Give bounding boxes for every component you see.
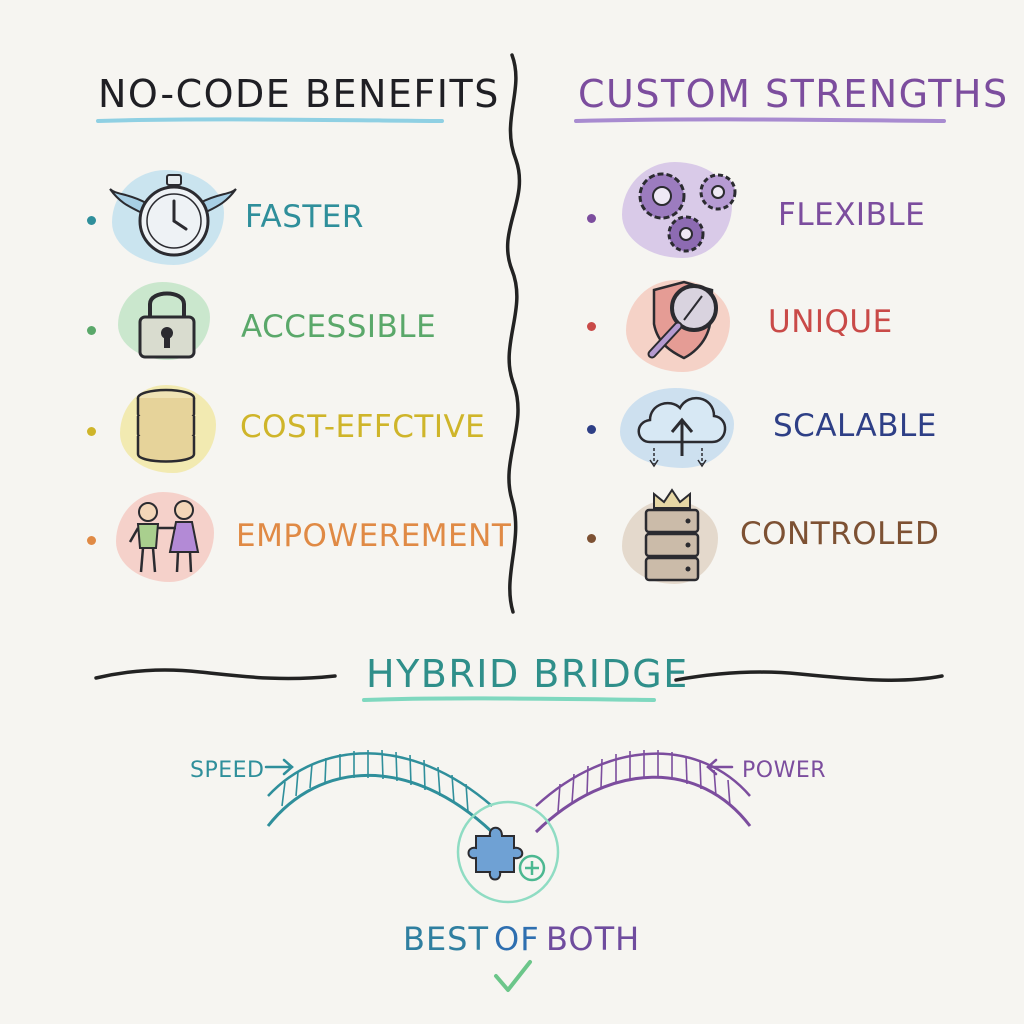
checkmark-icon — [494, 960, 532, 992]
gears-icon — [638, 172, 737, 253]
left-bridge-arc — [266, 749, 494, 834]
bullet-dot — [587, 322, 596, 331]
bullet-dot — [87, 326, 96, 335]
bullet-dot — [87, 216, 96, 225]
item-label-controled: CONTROLED — [740, 516, 940, 552]
speed-arrow-icon — [264, 758, 294, 776]
puzzle-piece-plus-icon — [467, 826, 546, 882]
left-column-title: NO-CODE BENEFITS — [98, 72, 500, 116]
power-label: POWER — [742, 758, 827, 783]
vertical-wavy-divider — [505, 53, 522, 614]
result-word-both: BOTH — [546, 920, 641, 958]
two-people-icon — [128, 500, 200, 573]
coin-stack-icon — [136, 388, 196, 463]
item-label-scalable: SCALABLE — [773, 408, 937, 444]
item-label-flexible: FLEXIBLE — [778, 197, 926, 233]
bullet-dot — [587, 425, 596, 434]
bridge-title: HYBRID BRIDGE — [366, 652, 689, 696]
right-title-underline — [574, 117, 946, 123]
bullet-dot — [87, 427, 96, 436]
left-title-underline — [96, 117, 444, 123]
item-label-accessible: ACCESSIBLE — [241, 309, 437, 345]
item-label-unique: UNIQUE — [768, 304, 893, 340]
center-circle — [456, 800, 560, 904]
right-column-title: CUSTOM STRENGTHS — [578, 72, 1009, 116]
padlock-icon — [138, 291, 196, 359]
bullet-dot — [587, 534, 596, 543]
power-arrow-icon — [706, 758, 734, 776]
shield-magnifier-icon — [647, 280, 718, 360]
cloud-upload-icon — [637, 396, 727, 468]
right-bridge-arc — [534, 750, 752, 834]
left-wavy-rule — [94, 668, 337, 681]
crowned-server-icon — [644, 488, 700, 582]
speed-label: SPEED — [190, 758, 265, 783]
item-label-cost-effective: COST-EFFCTIVE — [240, 409, 486, 445]
item-label-empowerement: EMPOWEREMENT — [236, 518, 512, 554]
winged-stopwatch-icon — [109, 174, 237, 257]
bridge-title-underline — [362, 696, 656, 702]
bullet-dot — [87, 536, 96, 545]
result-word-of: OF — [494, 920, 540, 958]
right-wavy-rule — [674, 670, 944, 682]
result-word-best: BEST — [403, 920, 490, 958]
item-label-faster: FASTER — [245, 199, 364, 235]
bullet-dot — [587, 214, 596, 223]
